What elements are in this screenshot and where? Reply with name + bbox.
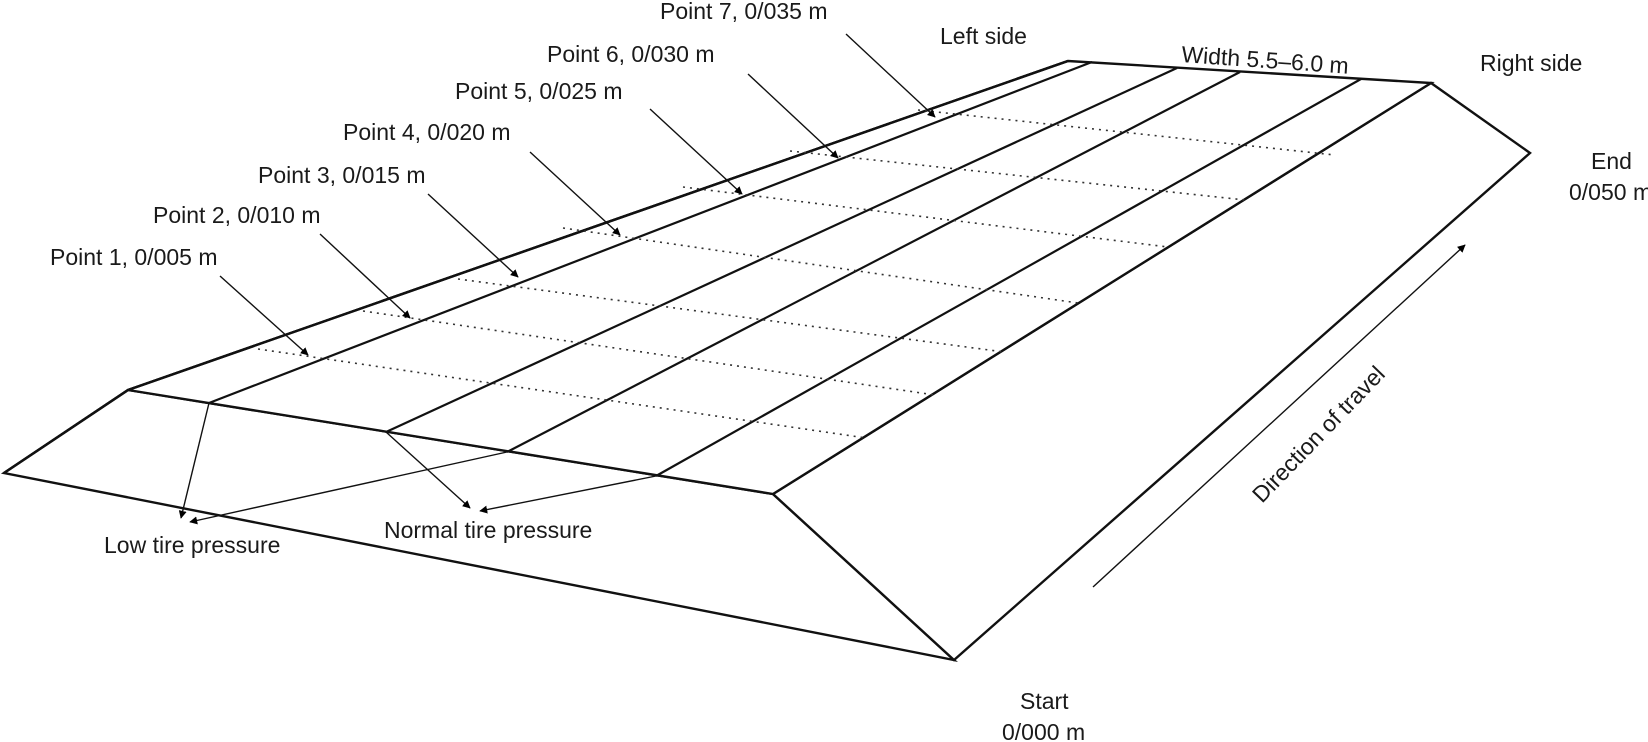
low-pressure-arrow-1 (178, 402, 210, 519)
end-value: 0/050 m (1569, 179, 1648, 205)
cross-section-4 (562, 227, 1079, 304)
normal-pressure-arrow-2 (479, 475, 657, 514)
end-title: End (1591, 148, 1632, 174)
point-labels: Point 1, 0/005 m Point 2, 0/010 m Point … (50, 0, 828, 270)
lane-line-3 (506, 71, 1241, 453)
measurement-cross-sections (257, 109, 1336, 439)
point-5-arrow (649, 108, 743, 195)
left-crest-edge (127, 59, 1069, 392)
tire-pressure-leaders (178, 402, 657, 525)
point-1-label: Point 1, 0/005 m (50, 244, 218, 270)
start-value: 0/000 m (1002, 719, 1085, 742)
cross-section-1 (257, 348, 867, 439)
point-7-label: Point 7, 0/035 m (660, 0, 828, 24)
road-embankment (0, 59, 1532, 663)
left-side-label: Left side (940, 23, 1027, 49)
cross-section-3 (457, 278, 1005, 353)
lane-line-1 (208, 60, 1093, 405)
normal-tire-pressure-label: Normal tire pressure (384, 517, 592, 543)
left-slope-edge (3, 389, 129, 474)
point-3-label: Point 3, 0/015 m (258, 162, 426, 188)
point-leaders (219, 33, 936, 356)
low-tire-pressure-label: Low tire pressure (104, 532, 280, 558)
point-4-label: Point 4, 0/020 m (343, 119, 511, 145)
point-4-arrow (529, 151, 621, 236)
point-5-label: Point 5, 0/025 m (455, 78, 623, 104)
start-title: Start (1020, 688, 1069, 714)
point-6-arrow (747, 73, 839, 159)
point-3-arrow (427, 193, 519, 278)
direction-of-travel-arrow (1092, 244, 1466, 588)
point-7-arrow (845, 33, 936, 118)
cross-section-5 (682, 186, 1169, 248)
point-2-label: Point 2, 0/010 m (153, 202, 321, 228)
point-6-label: Point 6, 0/030 m (547, 41, 715, 67)
lane-line-4 (655, 78, 1362, 477)
lane-lines (208, 60, 1362, 477)
right-side-label: Right side (1480, 50, 1582, 76)
low-pressure-arrow-2 (189, 451, 508, 525)
normal-pressure-arrow-1 (385, 431, 471, 509)
point-2-arrow (319, 233, 411, 319)
lane-line-2 (385, 67, 1178, 433)
point-1-arrow (219, 275, 309, 356)
